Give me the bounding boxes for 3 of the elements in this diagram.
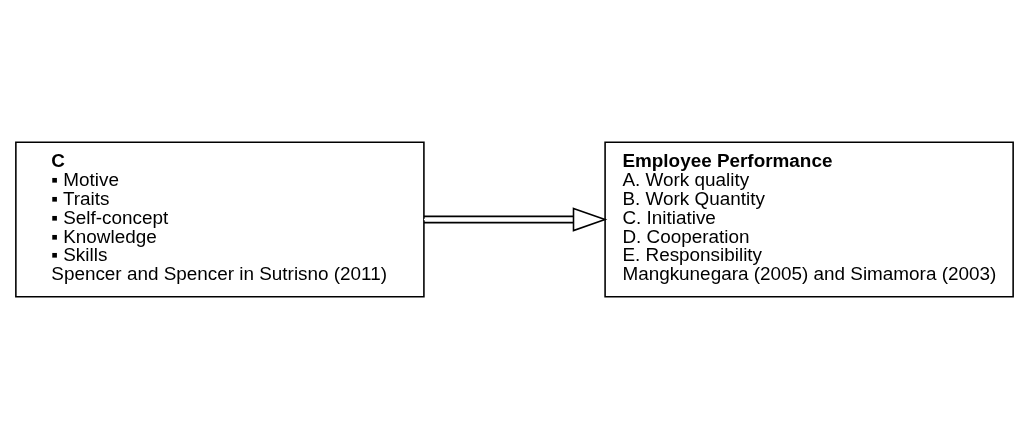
node-box: C ▪ Motive ▪ Traits ▪ Self-concept ▪ Knowledge ▪ Skills Spencer and Spencer in Sutrisno (2011) [15, 141, 425, 298]
arrow [423, 207, 608, 232]
node-box: Employee Performance A. Work quality B. Work Quantity C. Initiative D. Cooperation E. Responsibility Mangkunegara (2005) and Simamora (2003) [604, 141, 1014, 298]
